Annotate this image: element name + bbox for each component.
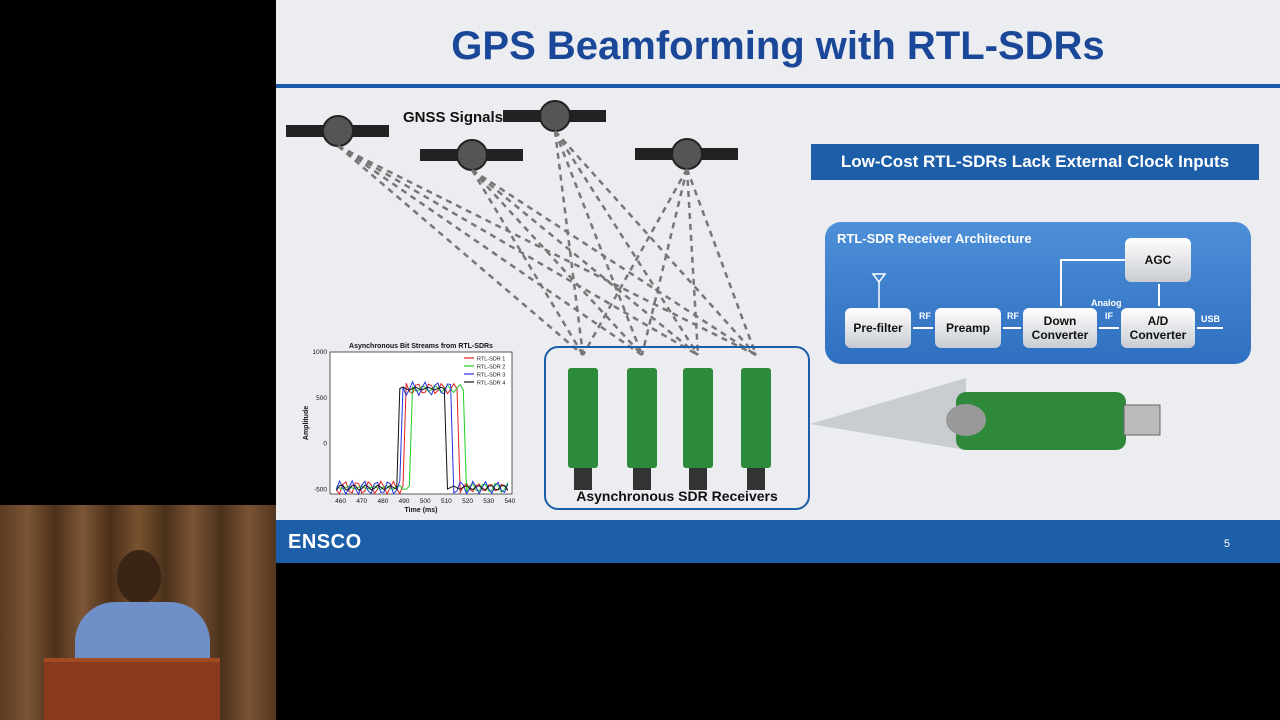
- legend-entry: RTL-SDR 1: [477, 357, 505, 363]
- sdr-dongle: [627, 368, 657, 490]
- clock-input-callout: Low-Cost RTL-SDRs Lack External Clock In…: [811, 144, 1259, 180]
- series-line: [336, 383, 509, 494]
- sdr-dongle: [683, 368, 713, 490]
- agc-block: AGC: [1125, 238, 1191, 282]
- ensco-logo: ENSCO: [288, 531, 362, 553]
- series-line: [335, 382, 509, 496]
- satellite-icon: [635, 138, 738, 170]
- signal-label-analog: Analog: [1091, 298, 1122, 308]
- title-divider: [276, 84, 1280, 88]
- series-line: [335, 380, 509, 496]
- preamp-block: Preamp: [935, 308, 1001, 348]
- presentation-slide: GPS Beamforming with RTL-SDRs GNSS Signa: [276, 0, 1280, 563]
- gnss-signals-label: GNSS Signals: [403, 109, 504, 126]
- title-bar: GPS Beamforming with RTL-SDRs: [276, 0, 1280, 88]
- architecture-title: RTL-SDR Receiver Architecture: [837, 231, 1032, 246]
- x-tick-label: 500: [420, 498, 431, 505]
- chart-canvas: Asynchronous Bit Streams from RTL-SDRs 46…: [303, 343, 516, 514]
- down-converter-block: Down Converter: [1023, 308, 1097, 348]
- x-tick-label: 520: [462, 498, 473, 505]
- x-tick-label: 530: [483, 498, 494, 505]
- sdr-receivers-group: Asynchronous SDR Receivers: [544, 346, 810, 510]
- sdr-dongle: [741, 368, 771, 490]
- slide-title: GPS Beamforming with RTL-SDRs: [451, 24, 1105, 68]
- legend-entry: RTL-SDR 3: [477, 373, 505, 379]
- speaker-video-feed: [0, 505, 276, 720]
- legend-entry: RTL-SDR 4: [477, 381, 505, 387]
- chart-title: Asynchronous Bit Streams from RTL-SDRs: [349, 343, 493, 350]
- y-tick-label: 0: [323, 441, 327, 448]
- satellite-icon: [286, 115, 389, 147]
- architecture-panel: RTL-SDR Receiver Architecture Pre-filter…: [825, 222, 1251, 364]
- signal-label-rf: RF: [919, 311, 931, 321]
- signal-label-usb: USB: [1201, 314, 1221, 324]
- rtl-sdr-board-closeup: [946, 392, 1161, 450]
- x-axis-label: Time (ms): [405, 507, 438, 514]
- signal-label-if: IF: [1105, 311, 1113, 321]
- x-tick-label: 460: [335, 498, 346, 505]
- x-tick-label: 480: [377, 498, 388, 505]
- podium: [44, 658, 220, 720]
- legend-entry: RTL-SDR 2: [477, 365, 505, 371]
- x-tick-label: 540: [504, 498, 515, 505]
- satellite-icon: [420, 139, 523, 171]
- x-tick-label: 470: [356, 498, 367, 505]
- y-tick-label: 1000: [313, 349, 328, 356]
- sdr-dongle: [568, 368, 598, 490]
- series-line: [335, 386, 509, 491]
- slide-footer: ENSCO 5: [276, 520, 1280, 563]
- satellite-diagram: [286, 100, 1161, 450]
- architecture-connectors: [871, 259, 1223, 329]
- signal-label-rf: RF: [1007, 311, 1019, 321]
- x-tick-label: 510: [441, 498, 452, 505]
- y-tick-label: -500: [314, 486, 327, 493]
- satellite-icon: [503, 100, 606, 132]
- plot-area: [329, 351, 513, 495]
- page-number: 5: [1223, 538, 1230, 550]
- prefilter-block: Pre-filter: [845, 308, 911, 348]
- y-tick-label: 500: [316, 395, 327, 402]
- bitstream-chart: Asynchronous Bit Streams from RTL-SDRs 46…: [300, 340, 520, 520]
- signal-paths: [337, 130, 758, 357]
- x-tick-label: 490: [399, 498, 410, 505]
- sdr-caption: Asynchronous SDR Receivers: [576, 488, 778, 504]
- zoom-projection: [810, 378, 966, 450]
- ad-converter-block: A/D Converter: [1121, 308, 1195, 348]
- y-axis-label: Amplitude: [303, 406, 310, 440]
